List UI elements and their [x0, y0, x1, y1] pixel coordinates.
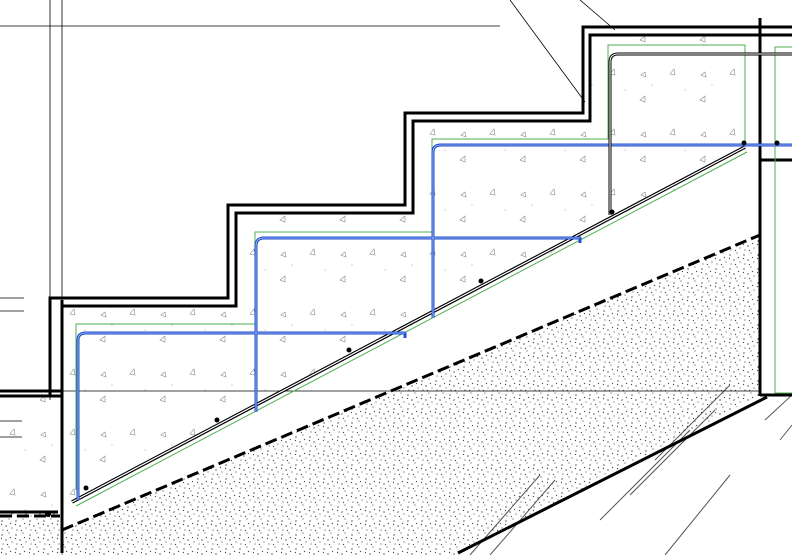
membrane-dashed-line: [61, 233, 761, 532]
stair-outline: [0, 18, 792, 555]
gravel-fill-left: [0, 513, 62, 555]
stair-soffit: [71, 145, 748, 507]
rebar-top-bar-highlight: [609, 53, 792, 215]
gravel-fill: [62, 236, 760, 555]
rebar-dots: [45, 140, 780, 517]
landing-concrete-fill: [0, 396, 62, 511]
stair-concrete-fill: [62, 35, 760, 505]
rebar-highlight: [77, 144, 792, 500]
